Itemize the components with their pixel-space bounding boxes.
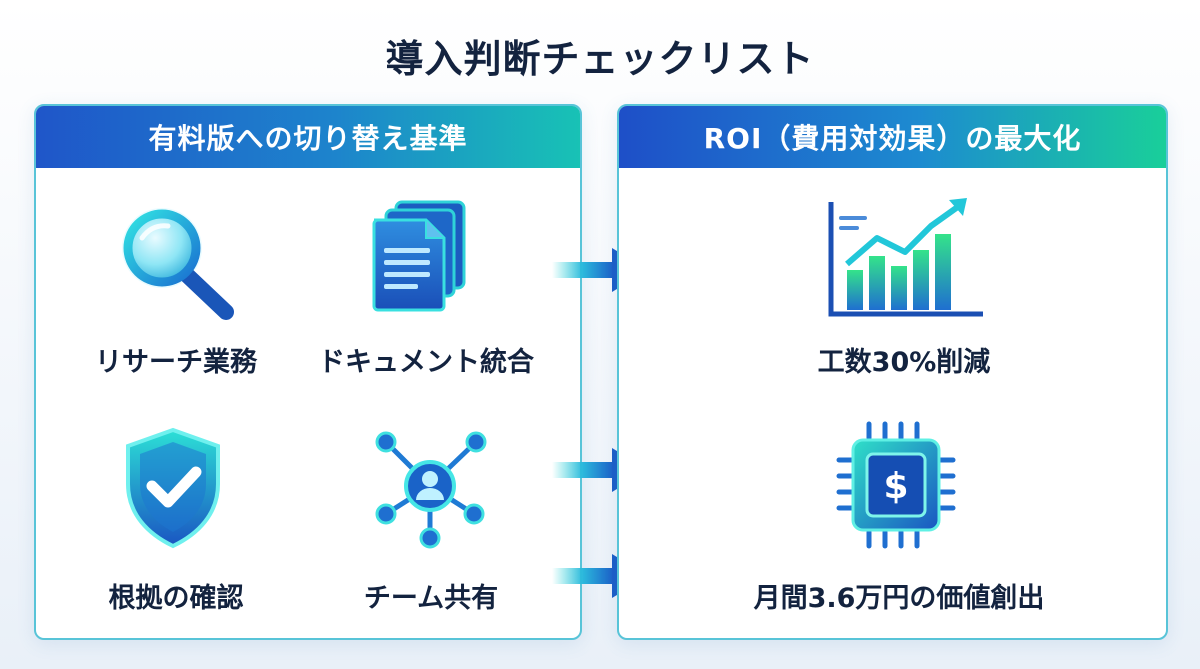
value-item: $ bbox=[835, 420, 959, 550]
roi-panel: ROI（費用対効果）の最大化 工数30%削減 bbox=[617, 104, 1168, 640]
shield-check-icon bbox=[126, 427, 220, 549]
evidence-item bbox=[118, 426, 228, 550]
evidence-label: 根拠の確認 bbox=[108, 583, 244, 614]
research-label: リサーチ業務 bbox=[95, 347, 257, 378]
page-title: 導入判断チェックリスト bbox=[385, 37, 815, 81]
roi-panel-header: ROI（費用対効果）の最大化 bbox=[619, 106, 1166, 168]
criteria-panel: 有料版への切り替え基準 リサーチ業務 bbox=[34, 104, 582, 640]
document-item bbox=[366, 196, 476, 312]
workload-item bbox=[825, 194, 985, 324]
svg-text:$: $ bbox=[883, 466, 908, 507]
team-share-item bbox=[368, 428, 492, 552]
document-label: ドキュメント統合 bbox=[318, 347, 534, 378]
growth-chart-icon bbox=[828, 198, 983, 317]
magnifier-icon bbox=[122, 208, 234, 320]
workload-label: 工数30%削減 bbox=[817, 347, 991, 378]
network-user-icon bbox=[375, 431, 487, 549]
documents-icon bbox=[372, 200, 466, 312]
team-share-label: チーム共有 bbox=[363, 583, 499, 614]
criteria-panel-header: 有料版への切り替え基準 bbox=[36, 106, 580, 168]
dollar-chip-icon: $ bbox=[836, 421, 956, 549]
value-label: 月間3.6万円の価値創出 bbox=[753, 583, 1045, 614]
research-item bbox=[104, 202, 244, 322]
